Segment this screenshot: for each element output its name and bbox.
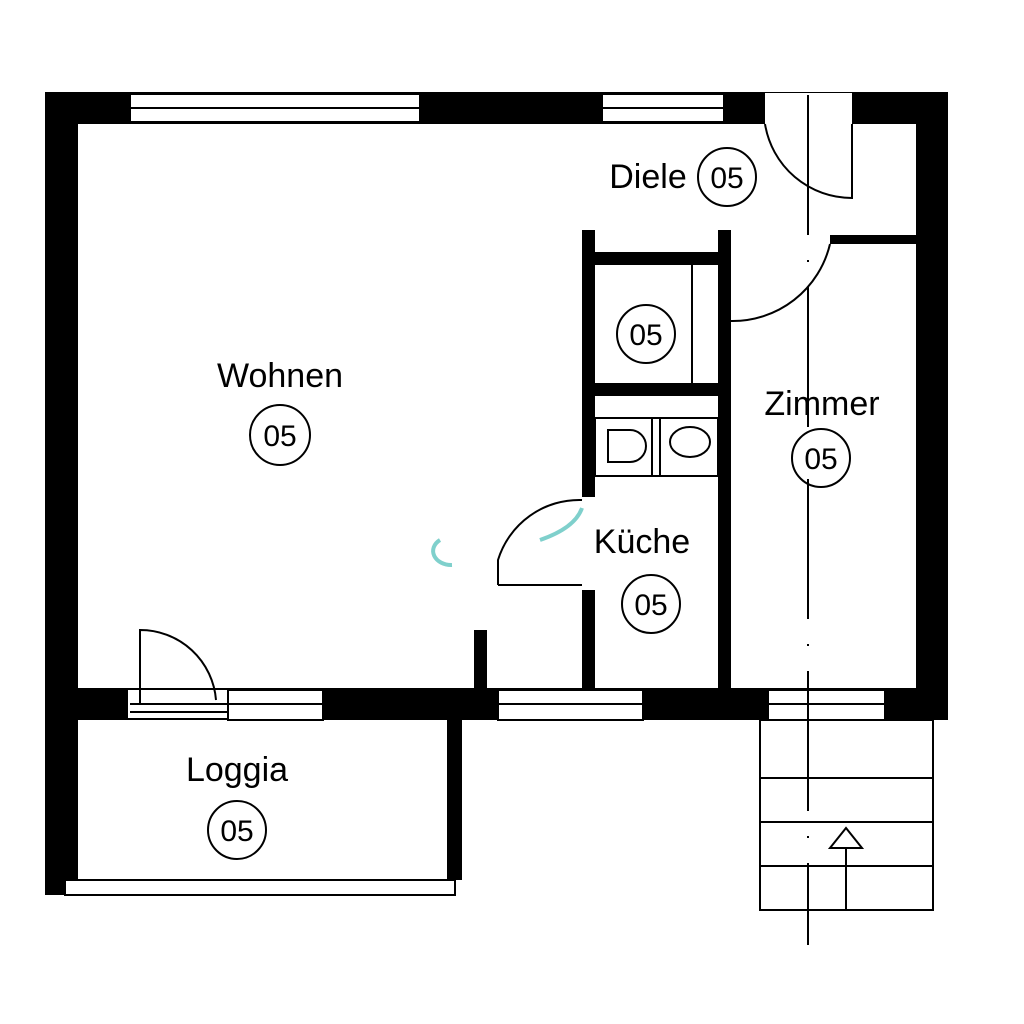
- walls: [45, 92, 948, 895]
- doors: [139, 123, 853, 704]
- room-label: Wohnen: [217, 357, 343, 395]
- room-code: 05: [634, 589, 667, 622]
- room-code: 05: [710, 162, 743, 195]
- room-label: Loggia: [186, 751, 288, 789]
- room-label: Küche: [594, 523, 690, 561]
- room-code: 05: [263, 420, 296, 453]
- room-storage: 05: [616, 304, 676, 364]
- room-loggia: Loggia 05: [186, 751, 288, 860]
- windows: [64, 93, 886, 896]
- room-wohnen: Wohnen 05: [217, 357, 343, 466]
- room-label: Zimmer: [764, 385, 879, 423]
- room-kueche: Küche 05: [594, 523, 690, 634]
- room-label: Diele: [609, 158, 686, 196]
- accent-arc: [539, 507, 584, 542]
- room-code: 05: [804, 443, 837, 476]
- room-code: 05: [220, 815, 253, 848]
- staircase: [759, 719, 934, 911]
- bathroom-fixtures: [594, 265, 719, 477]
- room-zimmer: Zimmer 05: [764, 385, 880, 488]
- accent-arc: [431, 538, 453, 568]
- room-code: 05: [629, 319, 662, 352]
- room-diele: Diele 05: [609, 147, 757, 207]
- up-arrow-icon: [827, 826, 865, 849]
